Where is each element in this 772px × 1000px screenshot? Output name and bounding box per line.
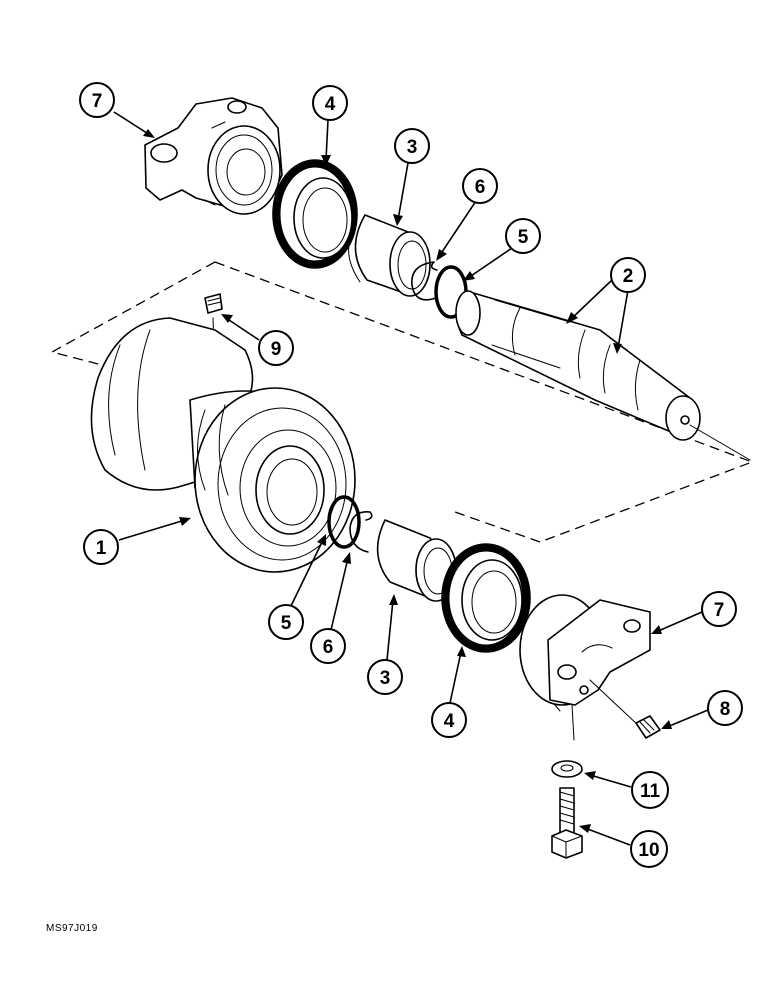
callout-2: 2: [610, 257, 646, 293]
washer: [551, 760, 583, 778]
callout-label: 2: [623, 266, 634, 287]
callout-label: 4: [325, 94, 336, 115]
callout-label: 5: [518, 227, 529, 248]
callout-7-upper: 7: [79, 82, 115, 118]
callout-label: 3: [407, 137, 418, 158]
callout-3-upper: 3: [394, 128, 430, 164]
callout-8: 8: [707, 690, 743, 726]
callout-label: 11: [640, 781, 661, 802]
end-collar-bracket-lower: [519, 594, 651, 741]
callout-label: 6: [475, 177, 486, 198]
callout-1: 1: [83, 529, 119, 565]
snap-ring-lower: [349, 511, 373, 553]
figure-code: MS97J019: [46, 923, 98, 934]
bolt: [551, 787, 583, 859]
roller-shaft: [455, 290, 751, 461]
snap-ring-upper: [411, 261, 438, 301]
o-ring-lower: [327, 495, 361, 549]
callout-label: 7: [92, 91, 103, 112]
callout-label: 7: [714, 600, 725, 621]
callout-4-upper: 4: [312, 85, 348, 121]
callout-label: 1: [96, 538, 107, 559]
callout-label: 5: [281, 613, 292, 634]
callout-label: 4: [444, 711, 455, 732]
callout-9: 9: [258, 330, 294, 366]
callout-11: 11: [631, 771, 669, 809]
callout-5-upper: 5: [505, 218, 541, 254]
callout-5-lower: 5: [268, 604, 304, 640]
plug-side: [635, 715, 661, 739]
callout-6-upper: 6: [462, 168, 498, 204]
callout-label: 10: [638, 840, 659, 861]
bushing-upper: [348, 214, 431, 297]
seal-lower: [441, 543, 531, 653]
callout-label: 9: [271, 339, 282, 360]
callout-4-lower: 4: [431, 702, 467, 738]
callout-label: 3: [380, 668, 391, 689]
callout-10: 10: [630, 830, 668, 868]
callout-label: 8: [720, 699, 731, 720]
end-collar-bracket-upper: [144, 97, 283, 215]
callout-6-lower: 6: [310, 628, 346, 664]
callout-label: 6: [323, 637, 334, 658]
leader-lines: [113, 111, 709, 846]
callout-3-lower: 3: [367, 659, 403, 695]
seal-upper: [272, 159, 358, 269]
track-roller: [90, 317, 356, 573]
callout-7-lower: 7: [701, 591, 737, 627]
